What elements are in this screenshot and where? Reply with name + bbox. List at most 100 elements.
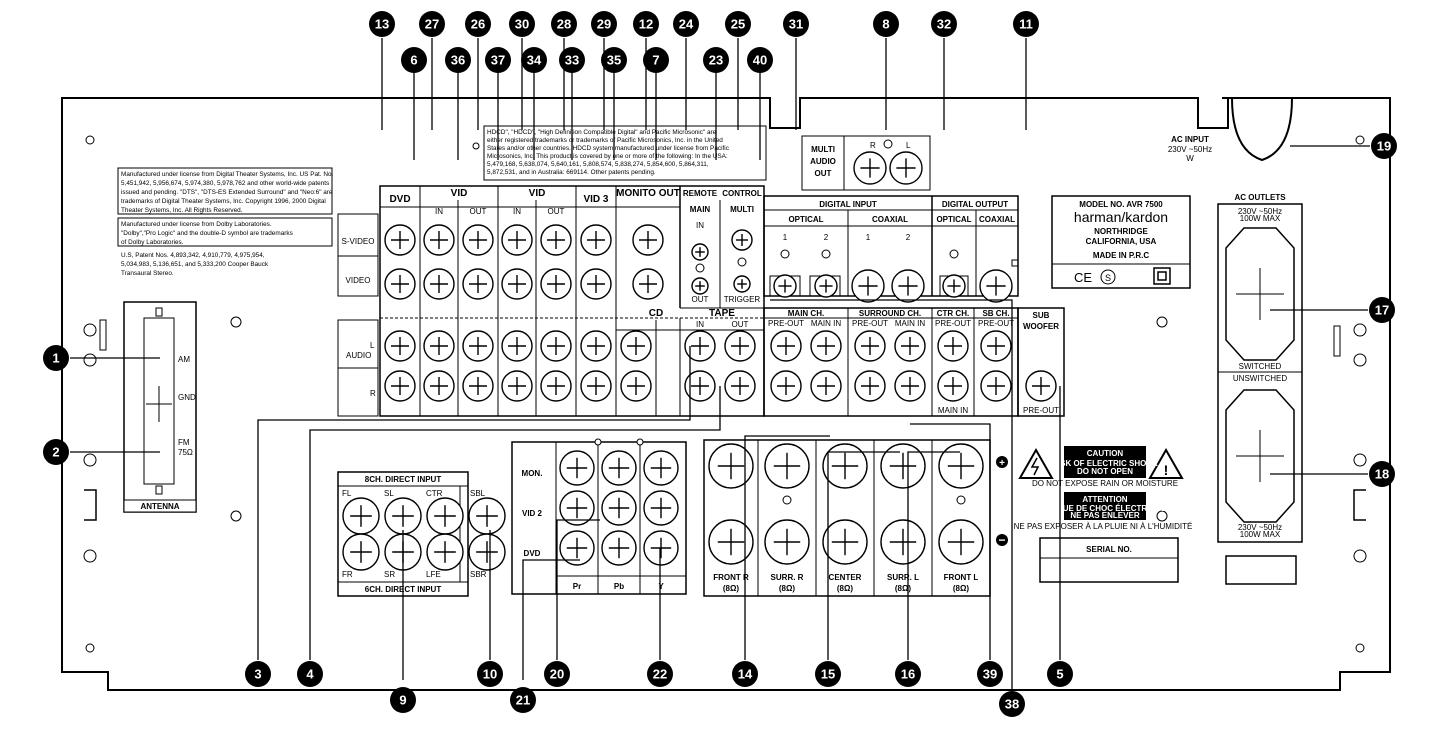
video-jack[interactable] [540,268,572,300]
outlet-top-spec-2: 100W MAX [1240,214,1281,223]
preout-top-jack[interactable] [937,330,969,362]
component-jack[interactable] [601,530,637,566]
speaker-plus-terminal[interactable] [880,443,926,489]
svideo-jack[interactable] [423,224,455,256]
preout-top-jack[interactable] [854,330,886,362]
hdcd-line-1: HDCD", "HDCD", "High Definition Compatib… [487,129,717,136]
callout-1: 1 [43,345,69,371]
svg-text:4: 4 [306,667,314,682]
coax1-jack[interactable] [851,269,885,303]
svg-text:23: 23 [709,53,723,68]
opt2-jack[interactable] [814,274,838,298]
preout-top-jack[interactable] [980,330,1012,362]
fm-label: FM [178,438,190,447]
audio-l-jack[interactable] [580,330,612,362]
plate-city: NORTHRIDGE [1094,227,1148,236]
multi-trigger-jack[interactable] [731,229,753,251]
svg-text:32: 32 [937,17,951,32]
audio-r-jack[interactable] [501,370,533,402]
component-jack[interactable] [643,450,679,486]
mao-l-label: L [906,141,911,150]
audio-l-jack[interactable] [423,330,455,362]
video-jack[interactable] [501,268,533,300]
audio-l-jack[interactable] [620,330,652,362]
audio-l-jack[interactable] [684,330,716,362]
audio-r-jack[interactable] [462,370,494,402]
svideo-jack[interactable] [580,224,612,256]
audio-l-jack[interactable] [540,330,572,362]
svideo-jack[interactable] [501,224,533,256]
remote-main-label: MAIN [690,205,711,214]
svideo-jack[interactable] [632,224,664,256]
preout-bottom-jack[interactable] [937,370,969,402]
svideo-jack[interactable] [384,224,416,256]
audio-r-jack[interactable] [684,370,716,402]
audio-l-jack[interactable] [501,330,533,362]
patent-line-3: Transaural Stereo. [121,270,174,277]
svg-text:36: 36 [451,53,465,68]
speaker-plus-terminal[interactable] [708,443,754,489]
speaker-minus-terminal[interactable] [822,519,868,565]
speaker-minus-terminal[interactable] [764,519,810,565]
preout-bottom-jack[interactable] [854,370,886,402]
video-jack[interactable] [632,268,664,300]
speaker-plus-terminal[interactable] [822,443,868,489]
coax2-jack[interactable] [891,269,925,303]
video-jack[interactable] [580,268,612,300]
speaker-minus-terminal[interactable] [880,519,926,565]
direct-top-jack[interactable] [426,497,464,535]
remote-in-jack[interactable] [691,243,709,261]
direct-bottom-jack[interactable] [426,533,464,571]
video-jack[interactable] [423,268,455,300]
speaker-plus-terminal[interactable] [938,443,984,489]
direct-top-jack[interactable] [468,497,506,535]
remote-out-jack[interactable] [691,277,709,295]
speaker-plus-terminal[interactable] [764,443,810,489]
sub-preout-jack[interactable] [1025,370,1057,402]
speaker-minus-terminal[interactable] [708,519,754,565]
preout-bottom-jack[interactable] [810,370,842,402]
preout-top-jack[interactable] [810,330,842,362]
svg-text:!: ! [1164,462,1169,478]
preout-bottom-jack[interactable] [894,370,926,402]
direct-ctr-label: CTR [426,489,443,498]
component-jack[interactable] [559,530,595,566]
dout-coaxial-jack[interactable] [979,269,1013,303]
component-jack[interactable] [643,530,679,566]
svg-text:33: 33 [565,53,579,68]
speaker-minus-terminal[interactable] [938,519,984,565]
video-jack[interactable] [462,268,494,300]
audio-r-jack[interactable] [580,370,612,402]
component-jack[interactable] [601,490,637,526]
direct-bottom-jack[interactable] [342,533,380,571]
audio-l-jack[interactable] [462,330,494,362]
component-jack[interactable] [643,490,679,526]
direct-bottom-jack[interactable] [468,533,506,571]
video-jack[interactable] [384,268,416,300]
audio-r-jack[interactable] [724,370,756,402]
surround-ch-label: SURROUND CH. [859,309,921,318]
component-jack[interactable] [601,450,637,486]
component-jack[interactable] [559,450,595,486]
mao-l-jack[interactable] [889,151,923,185]
dout-optical-jack[interactable] [942,274,966,298]
trigger-jack[interactable] [733,275,751,293]
audio-l-jack[interactable] [724,330,756,362]
audio-r-jack[interactable] [540,370,572,402]
main-preout-label: PRE-OUT [768,319,804,328]
audio-r-jack[interactable] [620,370,652,402]
direct-top-jack[interactable] [342,497,380,535]
component-jack[interactable] [559,490,595,526]
preout-bottom-jack[interactable] [980,370,1012,402]
audio-r-jack[interactable] [423,370,455,402]
preout-top-jack[interactable] [770,330,802,362]
svideo-jack[interactable] [540,224,572,256]
opt1-jack[interactable] [773,274,797,298]
svideo-jack[interactable] [462,224,494,256]
mao-r-jack[interactable] [853,151,887,185]
preout-top-jack[interactable] [894,330,926,362]
preout-bottom-jack[interactable] [770,370,802,402]
audio-r-jack[interactable] [384,370,416,402]
audio-l-jack[interactable] [384,330,416,362]
direct-top-jack[interactable] [384,497,422,535]
